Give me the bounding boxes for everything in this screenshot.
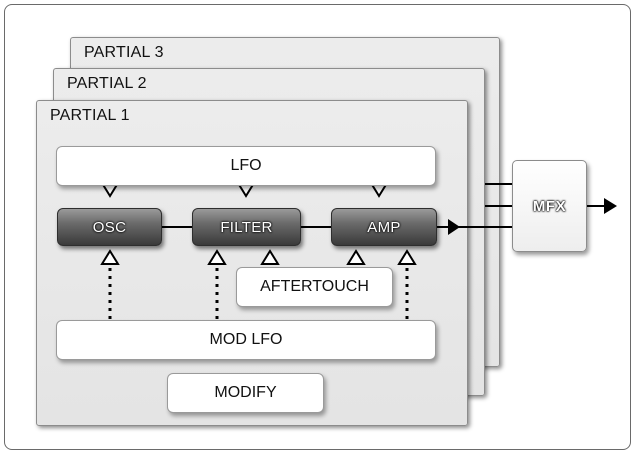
mfx-output-arrow	[604, 198, 617, 214]
amp-output-arrow	[448, 219, 460, 235]
amp-label: AMP	[367, 218, 401, 236]
filter-block: FILTER	[192, 208, 301, 246]
mod-lfo-label: MOD LFO	[209, 331, 283, 348]
aftertouch-to-amp-triangle	[346, 249, 366, 265]
filter-label: FILTER	[220, 218, 273, 236]
modify-block: MODIFY	[167, 373, 324, 413]
mfx-label: MFX	[532, 197, 567, 215]
partial-1-label: PARTIAL 1	[50, 107, 130, 124]
amp-block: AMP	[331, 208, 437, 246]
aftertouch-label: AFTERTOUCH	[260, 278, 369, 295]
aftertouch-block: AFTERTOUCH	[236, 267, 393, 307]
partial-2-label: PARTIAL 2	[67, 75, 147, 92]
mod-to-osc-triangle	[100, 249, 120, 265]
aftertouch-to-filter-triangle	[260, 249, 280, 265]
lfo-label: LFO	[230, 157, 262, 174]
osc-label: OSC	[92, 218, 127, 236]
mfx-block: MFX	[512, 160, 587, 252]
mod-to-amp-triangle	[397, 249, 417, 265]
lfo-block: LFO	[56, 146, 436, 186]
modify-label: MODIFY	[214, 384, 277, 401]
osc-block: OSC	[57, 208, 162, 246]
partial-3-label: PARTIAL 3	[84, 44, 164, 61]
mod-to-filter-triangle	[207, 249, 227, 265]
mod-lfo-block: MOD LFO	[56, 320, 436, 360]
